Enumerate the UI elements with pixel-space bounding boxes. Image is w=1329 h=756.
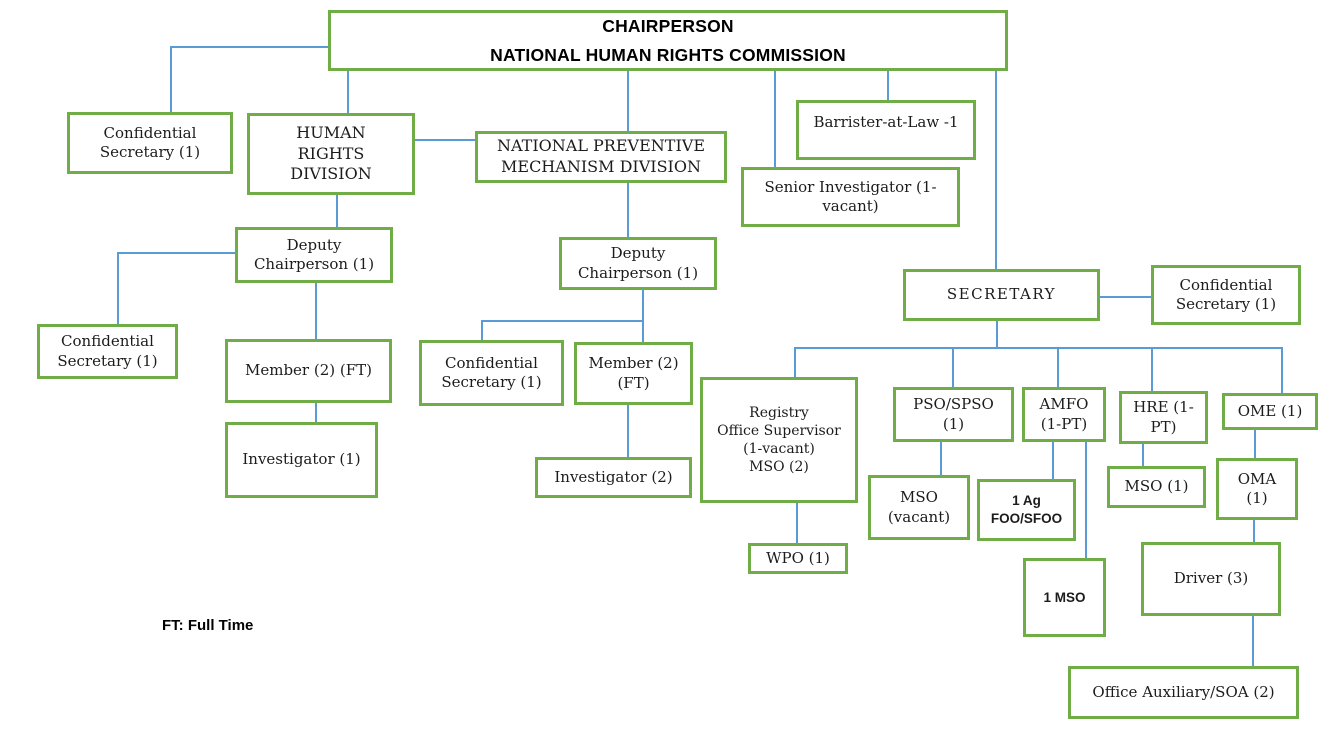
org-box-human-rights-division: HUMAN RIGHTS DIVISION [247, 113, 415, 195]
connector-line [952, 347, 954, 387]
org-box-confidential-secretary-npm: Confidential Secretary (1) [419, 340, 564, 406]
connector-line [642, 320, 644, 342]
connector-line [481, 320, 483, 340]
org-box-national-preventive-mechanism-division: NATIONAL PREVENTIVE MECHANISM DIVISION [475, 131, 727, 183]
connector-line [336, 195, 338, 227]
org-box-office-auxiliary-soa: Office Auxiliary/SOA (2) [1068, 666, 1299, 719]
connector-line [1281, 347, 1283, 393]
org-box-investigator-npm: Investigator (2) [535, 457, 692, 498]
org-box-registry: Registry Office Supervisor (1-vacant) MS… [700, 377, 858, 503]
connector-line [170, 46, 328, 48]
connector-line [1142, 444, 1144, 466]
org-box-driver: Driver (3) [1141, 542, 1281, 616]
connector-line [315, 283, 317, 339]
org-box-ome: OME (1) [1222, 393, 1318, 430]
org-box-member-hrd: Member (2) (FT) [225, 339, 392, 403]
org-box-ag-foo-sfoo: 1 Ag FOO/SFOO [977, 479, 1076, 541]
connector-line [774, 71, 776, 167]
org-box-deputy-chairperson-hrd: Deputy Chairperson (1) [235, 227, 393, 283]
org-box-wpo: WPO (1) [748, 543, 848, 574]
connector-line [794, 347, 796, 377]
connector-line [996, 321, 998, 347]
connector-line [1151, 347, 1153, 391]
org-box-amfo: AMFO (1-PT) [1022, 387, 1106, 442]
connector-line [1254, 430, 1256, 458]
org-box-confidential-secretary-chairperson: Confidential Secretary (1) [67, 112, 233, 174]
connector-line [995, 71, 997, 269]
org-box-hre: HRE (1- PT) [1119, 391, 1208, 444]
connector-line [1085, 442, 1087, 558]
org-box-investigator-hrd: Investigator (1) [225, 422, 378, 498]
org-box-one-mso: 1 MSO [1023, 558, 1106, 637]
connector-line [347, 71, 349, 113]
org-box-confidential-secretary-hrd: Confidential Secretary (1) [37, 324, 178, 379]
connector-line [1057, 347, 1059, 387]
connector-line [887, 71, 889, 100]
org-box-confidential-secretary-secretary: Confidential Secretary (1) [1151, 265, 1301, 325]
org-box-deputy-chairperson-npm: Deputy Chairperson (1) [559, 237, 717, 290]
connector-line [1253, 520, 1255, 542]
org-box-mso-vacant: MSO (vacant) [868, 475, 970, 540]
connector-line [315, 403, 317, 422]
connector-line [794, 347, 1283, 349]
org-box-secretary: SECRETARY [903, 269, 1100, 321]
legend-note: FT: Full Time [162, 617, 254, 634]
connector-line [627, 71, 629, 131]
connector-line [642, 290, 644, 320]
org-box-pso-spso: PSO/SPSO (1) [893, 387, 1014, 442]
org-box-chairperson: CHAIRPERSON NATIONAL HUMAN RIGHTS COMMIS… [328, 10, 1008, 71]
org-box-senior-investigator: Senior Investigator (1- vacant) [741, 167, 960, 227]
connector-line [1252, 616, 1254, 666]
connector-line [1052, 442, 1054, 479]
connector-line [627, 183, 629, 237]
connector-line [481, 320, 642, 322]
org-box-barrister-at-law: Barrister-at-Law -1 [796, 100, 976, 160]
org-box-mso-1: MSO (1) [1107, 466, 1206, 508]
connector-line [117, 252, 235, 254]
connector-line [940, 442, 942, 475]
org-box-oma: OMA (1) [1216, 458, 1298, 520]
connector-line [415, 139, 475, 141]
connector-line [170, 46, 172, 112]
connector-line [796, 503, 798, 543]
connector-line [627, 405, 629, 457]
org-box-member-npm: Member (2) (FT) [574, 342, 693, 405]
connector-line [1100, 296, 1151, 298]
connector-line [117, 252, 119, 324]
